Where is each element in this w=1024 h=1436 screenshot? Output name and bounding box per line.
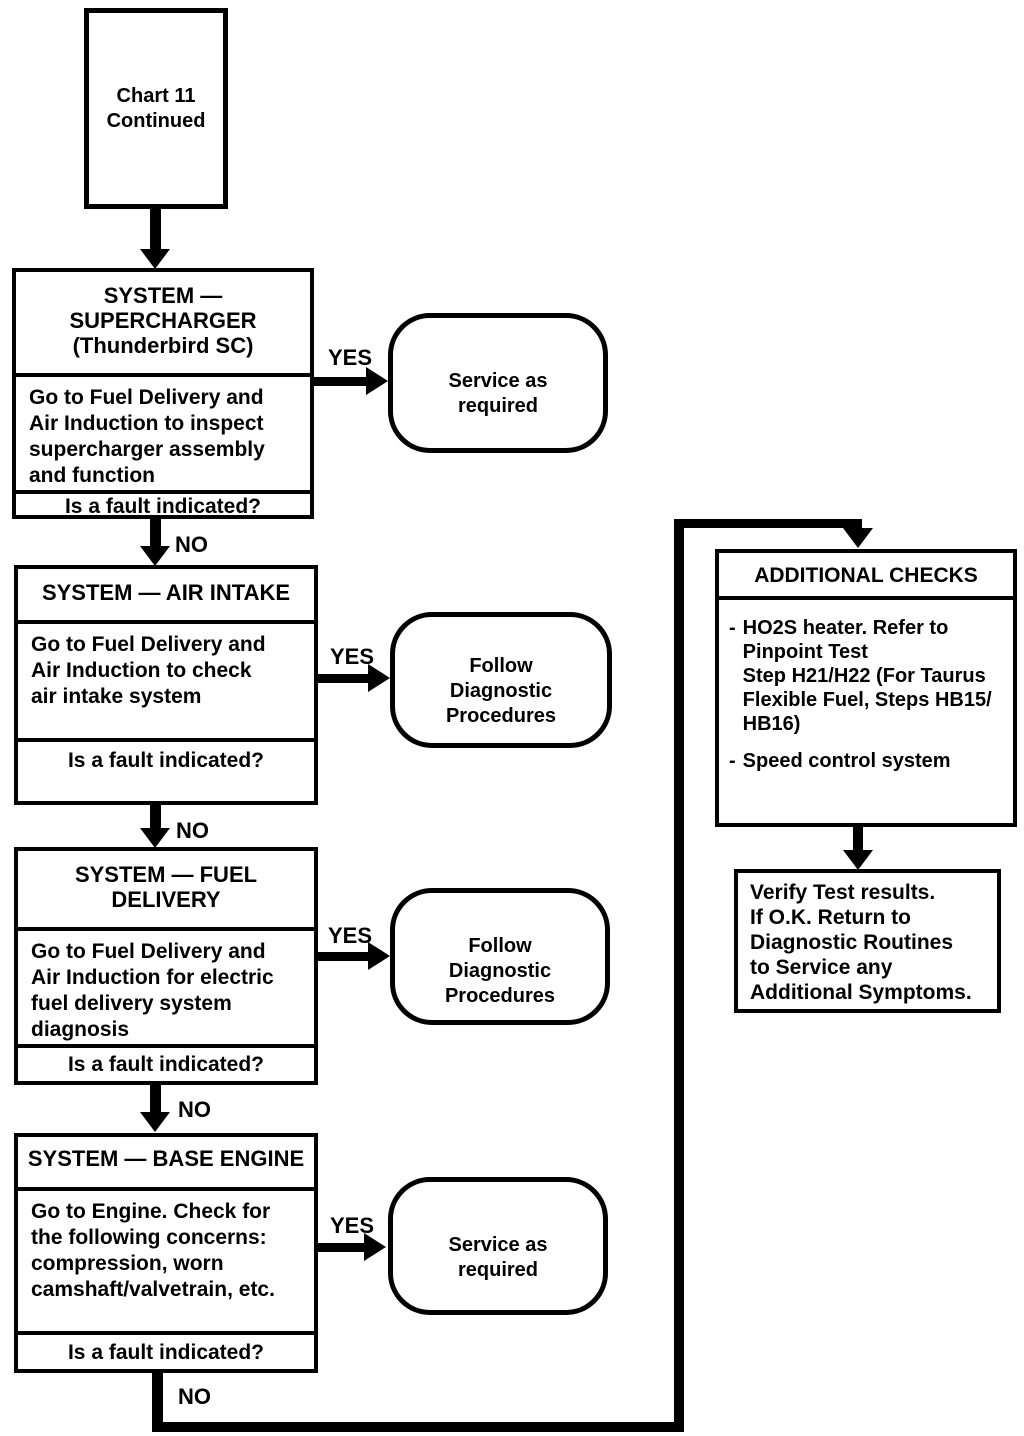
node-header: SYSTEM — SUPERCHARGER (Thunderbird SC) bbox=[69, 283, 257, 358]
outcome-follow-diagnostic-1: Follow Diagnostic Procedures bbox=[390, 612, 612, 748]
arrow-right-icon bbox=[368, 942, 390, 970]
list-item-text: HO2S heater. Refer to Pinpoint Test Step… bbox=[742, 617, 992, 735]
additional-checks-list: - HO2S heater. Refer to Pinpoint Test St… bbox=[719, 600, 1013, 773]
no-connector-3 bbox=[150, 1085, 161, 1115]
node-header: SYSTEM — FUEL DELIVERY bbox=[74, 862, 258, 912]
yes-label-3: YES bbox=[328, 923, 373, 948]
no-connector-2 bbox=[150, 805, 161, 832]
arrow-down-icon bbox=[140, 546, 170, 566]
yes-connector-1 bbox=[314, 377, 368, 386]
node-header: SYSTEM — BASE ENGINE bbox=[27, 1146, 305, 1171]
additional-checks-header: ADDITIONAL CHECKS bbox=[719, 553, 1013, 600]
node-body: Go to Fuel Delivery and Air Induction to… bbox=[16, 373, 310, 490]
outcome-service-1: Service as required bbox=[388, 313, 608, 453]
yes-label-2: YES bbox=[330, 644, 375, 669]
node-body: Go to Engine. Check for the following co… bbox=[18, 1187, 314, 1331]
no-connector-4-bottom bbox=[152, 1422, 684, 1432]
connector-checks-to-verify bbox=[853, 827, 863, 853]
node-question: Is a fault indicated? bbox=[16, 490, 310, 519]
list-item-text: Speed control system bbox=[742, 750, 951, 772]
arrow-right-icon bbox=[366, 367, 388, 395]
node-fuel-delivery: SYSTEM — FUEL DELIVERY Go to Fuel Delive… bbox=[14, 847, 318, 1085]
outcome-text: Service as required bbox=[448, 1234, 548, 1281]
arrow-right-icon bbox=[364, 1233, 386, 1261]
arrow-down-icon bbox=[843, 528, 873, 548]
outcome-text: Service as required bbox=[448, 370, 548, 417]
yes-label-1: YES bbox=[328, 345, 373, 370]
node-header: SYSTEM — AIR INTAKE bbox=[41, 580, 291, 605]
arrow-down-icon bbox=[140, 828, 170, 848]
yes-connector-2 bbox=[318, 674, 368, 683]
node-base-engine: SYSTEM — BASE ENGINE Go to Engine. Check… bbox=[14, 1133, 318, 1373]
no-label-2: NO bbox=[176, 818, 209, 843]
node-supercharger: SYSTEM — SUPERCHARGER (Thunderbird SC) G… bbox=[12, 268, 314, 519]
outcome-service-2: Service as required bbox=[388, 1177, 608, 1315]
list-item: - Speed control system bbox=[729, 749, 1009, 773]
outcome-text: Follow Diagnostic Procedures bbox=[444, 935, 556, 1007]
arrow-down-icon bbox=[140, 1112, 170, 1132]
node-question: Is a fault indicated? bbox=[18, 1331, 314, 1369]
no-connector-4-top bbox=[674, 519, 862, 528]
no-connector-1 bbox=[150, 519, 161, 549]
chart-title-text: Chart 11 Continued bbox=[106, 84, 206, 132]
additional-checks-box: ADDITIONAL CHECKS - HO2S heater. Refer t… bbox=[715, 549, 1017, 827]
list-item: - HO2S heater. Refer to Pinpoint Test St… bbox=[729, 616, 1009, 736]
yes-connector-4 bbox=[318, 1243, 366, 1252]
bullet-dash: - bbox=[729, 617, 736, 639]
chart-title-box: Chart 11 Continued bbox=[84, 8, 228, 209]
node-body: Go to Fuel Delivery and Air Induction to… bbox=[18, 620, 314, 738]
no-label-4: NO bbox=[178, 1384, 211, 1409]
no-connector-4-down bbox=[152, 1373, 163, 1432]
verify-results-box: Verify Test results. If O.K. Return to D… bbox=[734, 869, 1001, 1013]
arrow-down-icon bbox=[140, 249, 170, 269]
outcome-follow-diagnostic-2: Follow Diagnostic Procedures bbox=[390, 888, 610, 1025]
node-question: Is a fault indicated? bbox=[18, 1044, 314, 1081]
no-label-1: NO bbox=[175, 532, 208, 557]
outcome-text: Follow Diagnostic Procedures bbox=[445, 655, 557, 727]
arrow-down-icon bbox=[843, 850, 873, 870]
no-label-3: NO bbox=[178, 1097, 211, 1122]
yes-connector-3 bbox=[318, 952, 368, 961]
node-question: Is a fault indicated? bbox=[18, 738, 314, 801]
bullet-dash: - bbox=[729, 750, 736, 772]
node-air-intake: SYSTEM — AIR INTAKE Go to Fuel Delivery … bbox=[14, 565, 318, 805]
no-connector-4-riser bbox=[674, 519, 684, 1432]
arrow-right-icon bbox=[368, 664, 390, 692]
node-body: Go to Fuel Delivery and Air Induction fo… bbox=[18, 927, 314, 1044]
connector-title-to-node1 bbox=[150, 209, 161, 251]
